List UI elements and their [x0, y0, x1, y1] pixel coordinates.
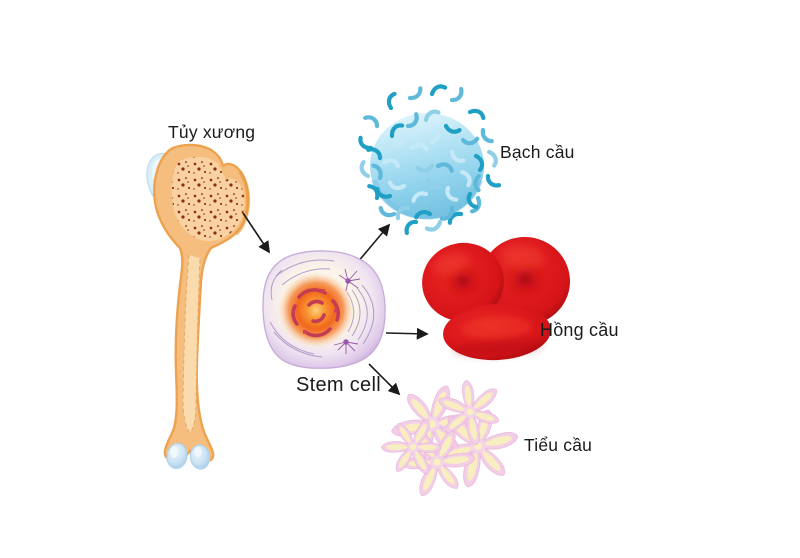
label-platelet: Tiểu cầu [524, 435, 593, 455]
condyle-knobs-icon [166, 442, 211, 470]
white-blood-cell-illustration [359, 86, 501, 235]
centrosome-icon [333, 339, 359, 354]
centrosome-icon [338, 268, 361, 292]
arrows [242, 212, 429, 396]
label-bone-marrow: Tủy xương [168, 122, 256, 142]
stem-cell-illustration [262, 250, 386, 369]
red-blood-cell-illustration [422, 236, 570, 361]
label-stem-cell: Stem cell [296, 374, 381, 396]
label-white-blood-cell: Bạch cầu [500, 142, 575, 162]
bone-marrow-region [171, 156, 245, 242]
arrow-stem-to-wbc [356, 223, 391, 264]
arrow-stem-to-rbc [385, 327, 429, 340]
bone-illustration [146, 143, 251, 470]
stem-cell-nucleus [278, 272, 354, 348]
arrow-stem-to-platelet [368, 363, 401, 396]
label-red-blood-cell: Hồng cầu [540, 320, 619, 340]
arrow-bone-to-stem [242, 212, 270, 254]
chromatin-icon [291, 288, 340, 338]
